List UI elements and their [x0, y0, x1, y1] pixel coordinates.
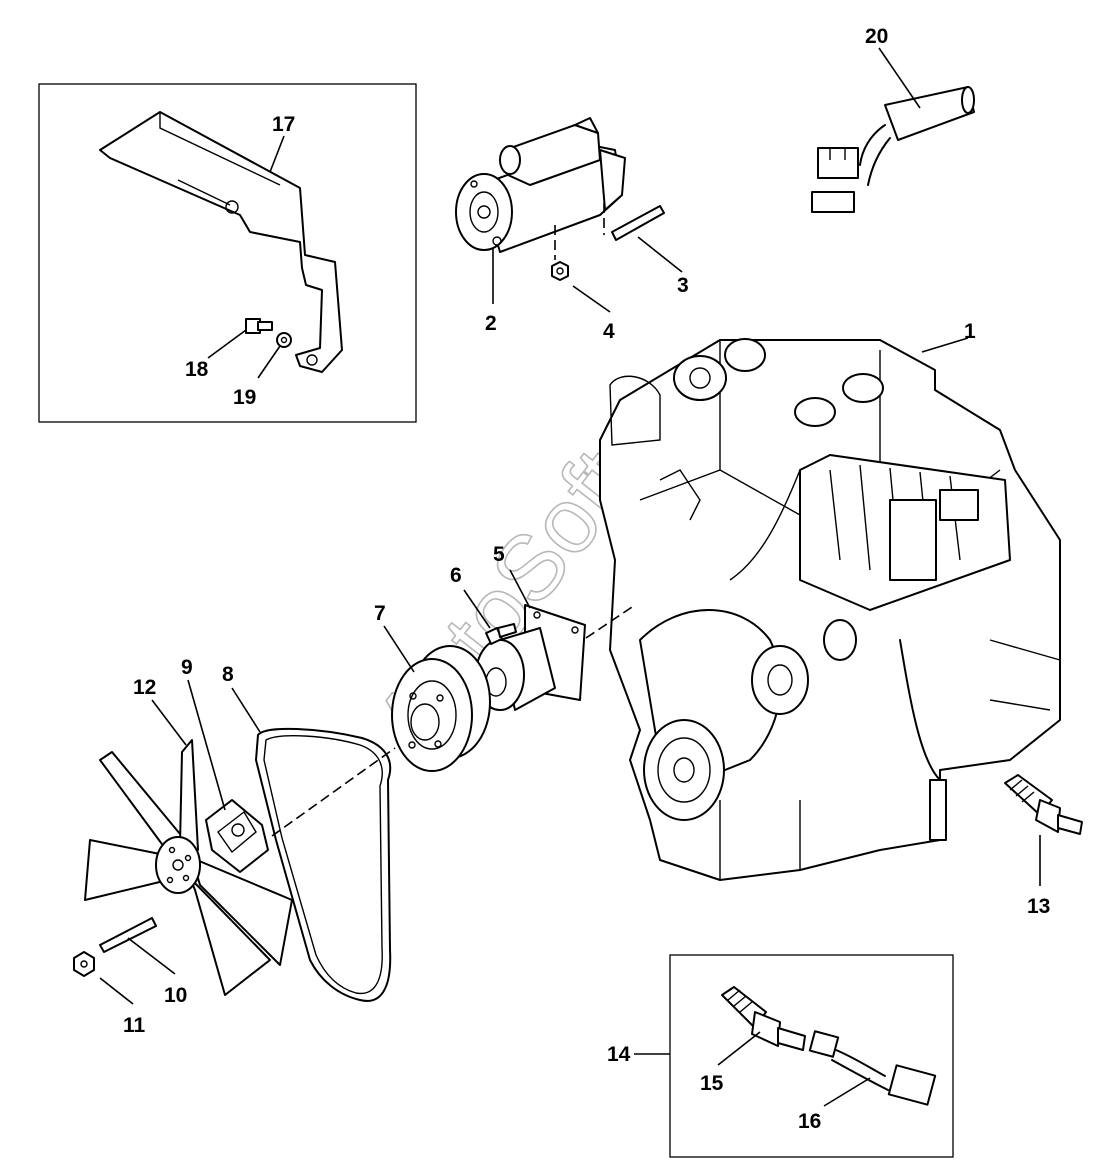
callout-8: 8 [222, 663, 234, 686]
callout-2: 2 [485, 312, 497, 335]
part-3-pin [611, 205, 665, 241]
pump-to-engine-dash [585, 604, 636, 639]
leader-lines [99, 47, 1041, 1107]
part-20-harness-connector [811, 86, 975, 213]
part-2-starter-motor [455, 117, 626, 253]
callout-10: 10 [164, 984, 187, 1007]
callout-11: 11 [123, 1014, 146, 1037]
fan-axis-dash [271, 747, 396, 837]
callout-19: 19 [233, 386, 256, 409]
part-4-nut [551, 261, 569, 281]
callout-5: 5 [493, 543, 505, 566]
callout-17: 17 [272, 113, 295, 136]
part-1-engine [599, 338, 1061, 881]
part-8-fan-belt [255, 727, 392, 1002]
part-19-washer [276, 332, 292, 348]
part-10-stud [99, 917, 157, 953]
part-16-harness [808, 1030, 937, 1106]
callout-18: 18 [185, 358, 209, 381]
part-13-sender [1004, 774, 1083, 835]
callout-7: 7 [374, 602, 386, 625]
callout-20: 20 [865, 25, 888, 48]
callout-12: 12 [133, 676, 156, 699]
part-12-fan [84, 739, 293, 996]
part-18-bolt [245, 318, 273, 334]
callout-3: 3 [677, 274, 689, 297]
part-7-pulley [391, 645, 491, 772]
callout-14: 14 [607, 1043, 631, 1066]
part-9-spacer [205, 799, 269, 873]
callout-4: 4 [603, 320, 615, 343]
callout-13: 13 [1027, 895, 1050, 918]
belt-inner-edge [263, 735, 383, 995]
part-6-bolt [485, 623, 517, 645]
part-5-water-pump [475, 604, 586, 711]
callout-labels: 1 2 3 4 5 6 7 8 9 10 11 12 13 14 15 16 1… [123, 25, 1050, 1133]
callout-1: 1 [964, 320, 976, 343]
part-15-sender [721, 986, 806, 1051]
part-11-nut [73, 951, 95, 977]
callout-6: 6 [450, 564, 462, 587]
callout-9: 9 [181, 656, 193, 679]
callout-16: 16 [798, 1110, 821, 1133]
sensor-kit-inset-box [669, 954, 954, 1158]
part-17-bracket [99, 111, 343, 373]
bracket-inset-box [38, 83, 417, 423]
callout-15: 15 [700, 1072, 724, 1095]
